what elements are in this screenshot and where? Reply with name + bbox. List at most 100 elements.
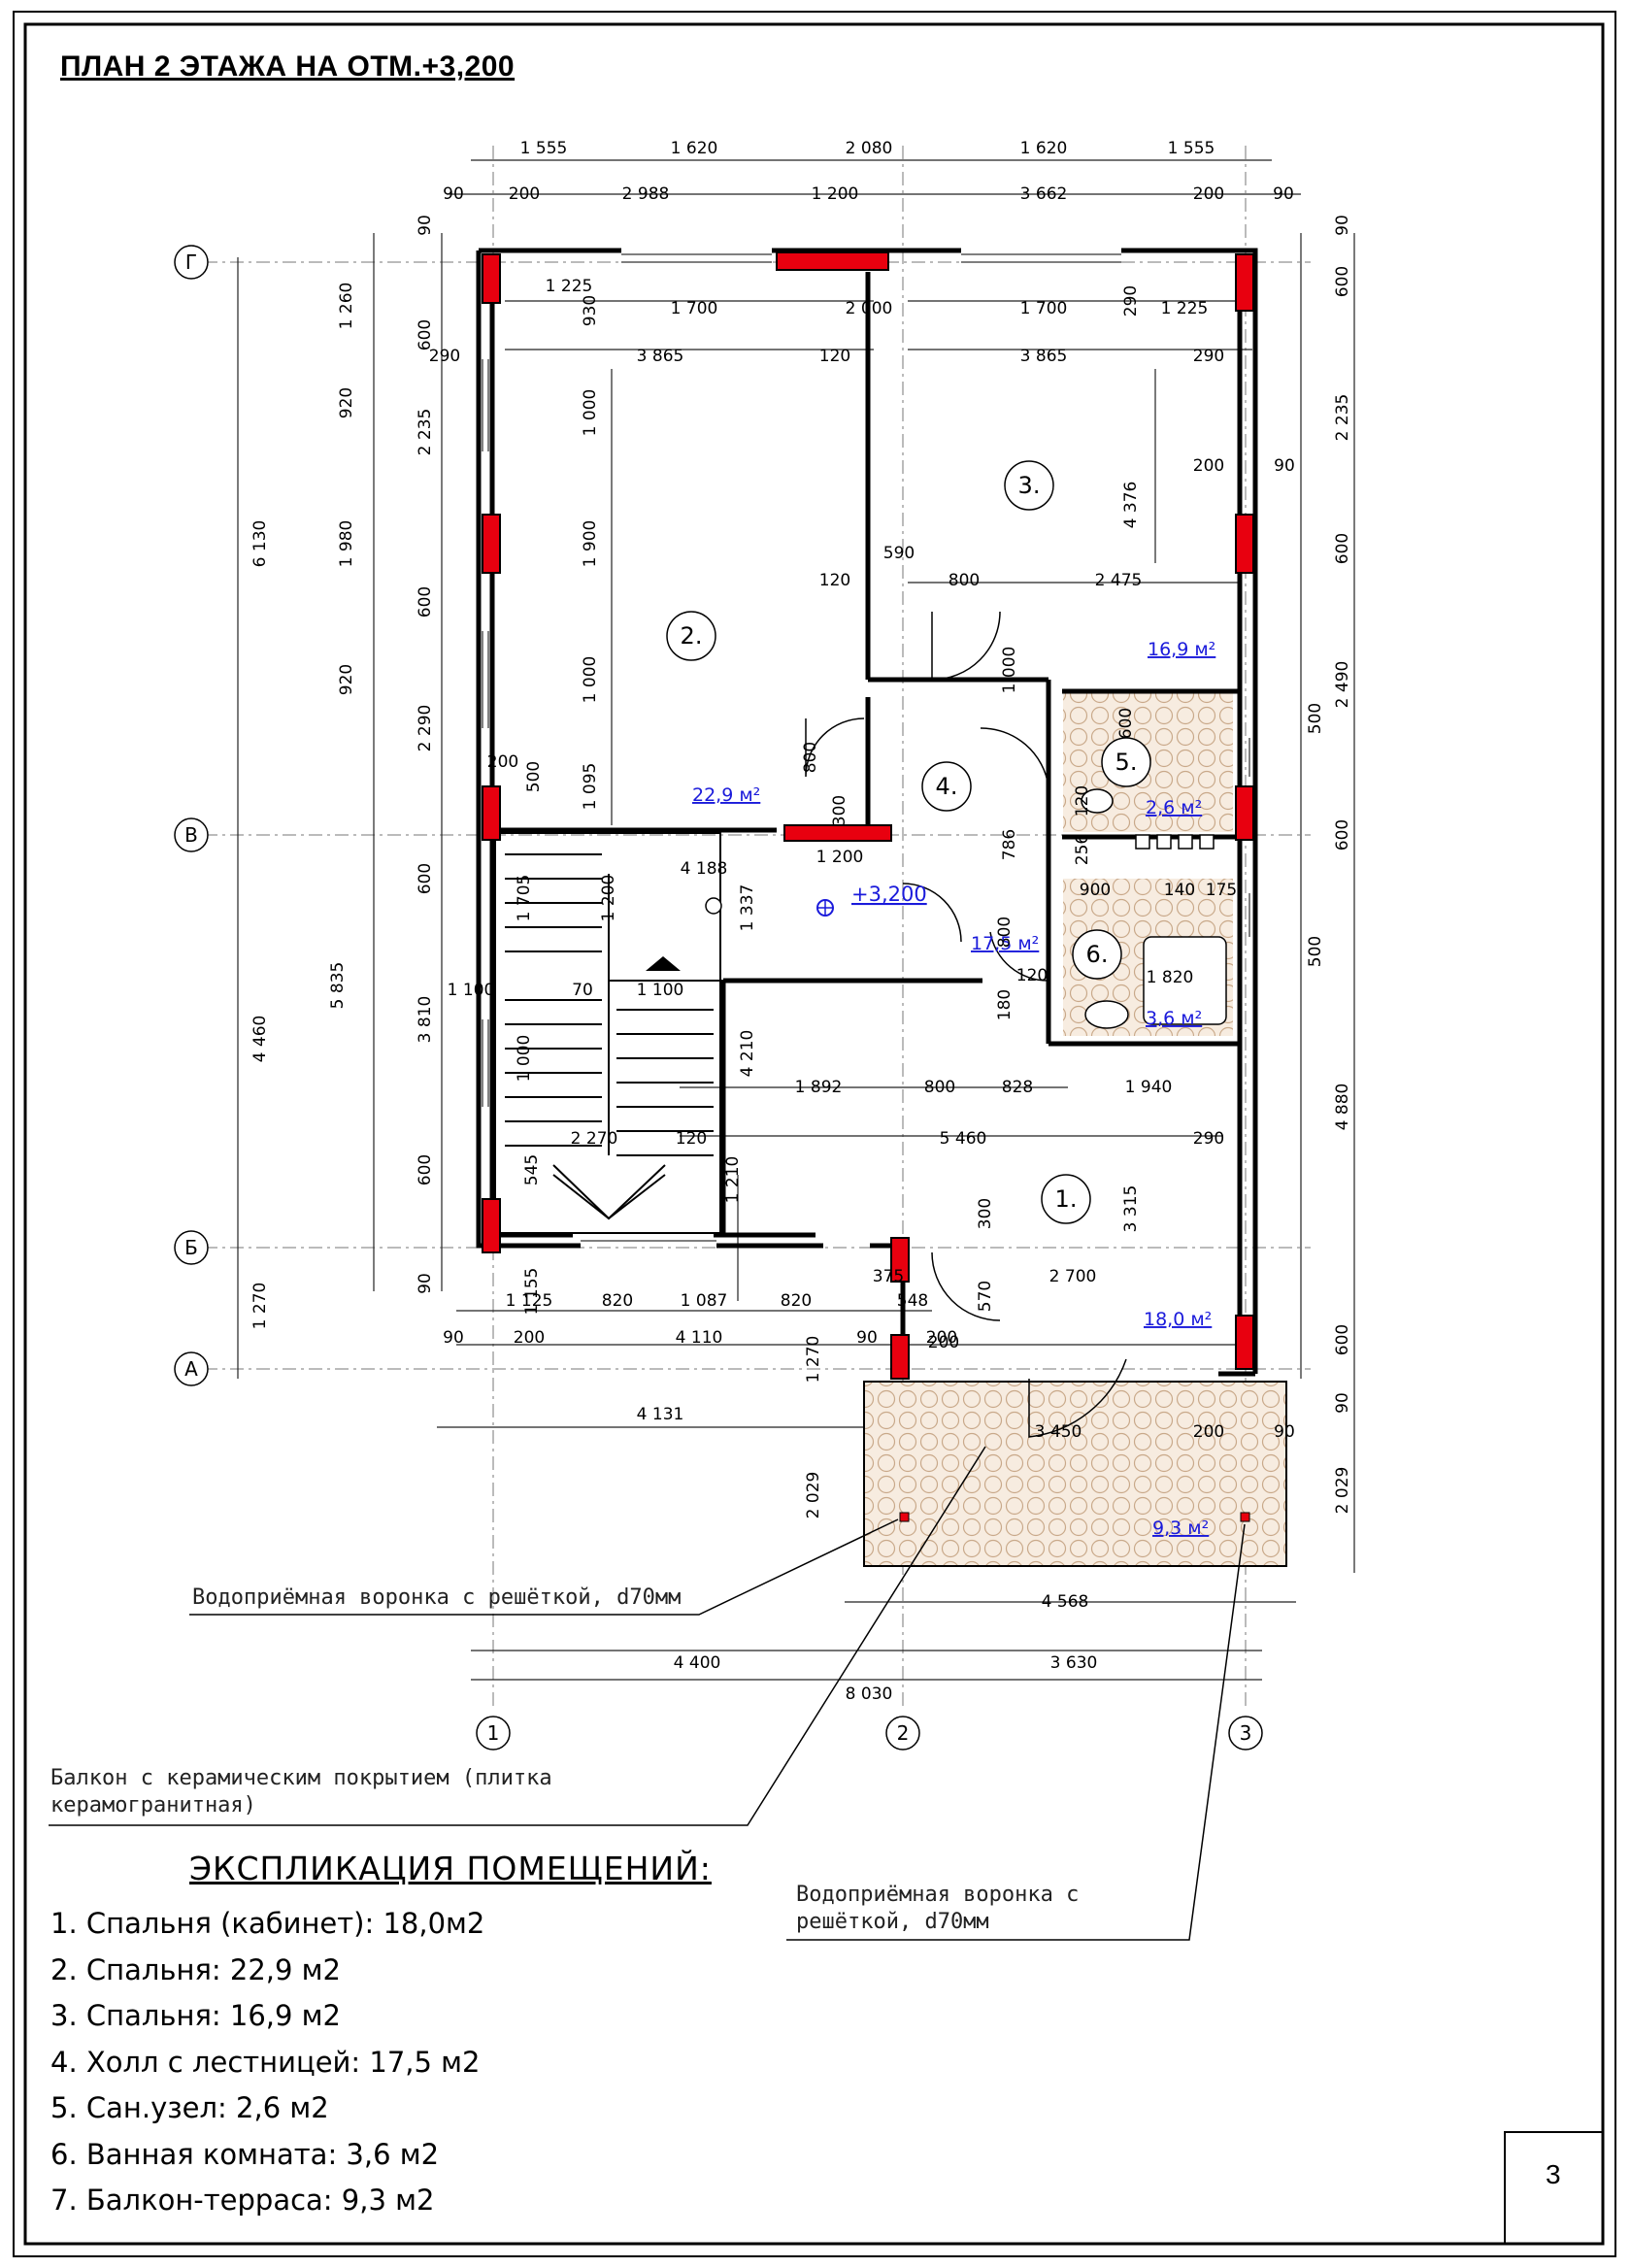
dimension-label: 300 [830,795,849,826]
dimension-label: 1 337 [738,884,757,932]
dimension-label: 200 [1193,184,1224,204]
dimension-label: 1 620 [1020,139,1068,158]
outer-frame [13,11,1616,2257]
dimension-label: 90 [443,184,464,204]
dim-interior: 1 225 930 1 700 2 000 1 700 290 1 225 29… [429,277,1295,1518]
dim-bottom: 4 568 4 400 3 630 8 030 4 131 [637,1405,1098,1704]
dimension-label: 570 [976,1281,995,1312]
dimension-label: 120 [1073,785,1092,817]
dimension-label: 500 [1306,936,1325,967]
dimension-label: 500 [524,761,544,792]
dimension-label: 8 030 [846,1684,893,1704]
axis-label-2: 2 [897,1721,910,1745]
dimension-label: 1 700 [671,299,718,318]
dimension-label: 180 [995,989,1015,1020]
axis-label-v: В [184,823,198,847]
dimension-label: 90 [1333,215,1352,236]
dimension-label: 1 700 [1020,299,1068,318]
dimension-lines [237,159,1355,1681]
dimension-label: 600 [1333,1324,1352,1355]
dimension-label: 1 000 [1000,647,1019,694]
room-bubbles [666,460,1151,1224]
dimension-label: 3 662 [1020,184,1068,204]
drain-left-icon [899,1512,910,1522]
dimension-label: 1 260 [337,283,356,330]
room-2-area: 22,9 м² [692,784,760,806]
legend-item: 3. Спальня: 16,9 м2 [50,1999,342,2032]
dimension-label: 3 865 [637,347,684,366]
dimension-label: 90 [1273,184,1294,204]
dim-bottom-row: 90 200 4 110 90 200 1 125 820 1 087 820 … [443,1267,957,1348]
dimension-label: 2 290 [416,705,435,752]
staircase [494,832,723,1234]
dimension-label: 2 235 [416,409,435,456]
room-2-number: 2. [681,622,703,650]
dim-left-outer: 6 130 5 835 4 460 1 270 [250,520,348,1330]
room-4-area: 17,5 м² [971,933,1039,954]
dimension-label: 4 210 [738,1030,757,1078]
room-1-area: 18,0 м² [1144,1309,1212,1330]
dimension-label: 2 029 [1333,1467,1352,1515]
room-areas: 18,0 м² 22,9 м² 16,9 м² 17,5 м² 2,6 м² 3… [692,639,1215,1539]
room-3-area: 16,9 м² [1148,639,1215,660]
dimension-label: 1 100 [448,981,495,1000]
dimension-label: 600 [416,863,435,894]
dimension-label: 1 900 [581,520,600,568]
dimension-label: 3 315 [1121,1185,1141,1233]
dimension-label: 828 [1002,1078,1033,1097]
room-6-number: 6. [1086,941,1109,968]
dim-left-inner: 90 600 2 235 600 2 290 [416,215,435,751]
dimension-label: 256 [1073,834,1092,865]
dimension-label: 375 [873,1267,904,1286]
dimension-label: 200 [926,1328,957,1348]
dimension-label: 6 130 [250,520,270,568]
level-mark: +3,200 [851,883,927,906]
room-numbers: 1. 2. 3. 4. 5. 6. [681,472,1138,1213]
dimension-label: 1 155 [522,1268,542,1316]
balcony-callout-line1: Балкон с керамическим покрытием (плитка [50,1766,552,1790]
dimension-label: 600 [1333,819,1352,850]
dimension-label: 200 [514,1328,545,1348]
drain-left-callout: Водоприёмная воронка с решёткой, d70мм [192,1585,682,1610]
dimension-label: 4 568 [1042,1592,1089,1612]
drain-right-callout-line1: Водоприёмная воронка с [796,1883,1080,1907]
dimension-label: 4 131 [637,1405,684,1424]
room-5-number: 5. [1115,749,1138,776]
axis-label-1: 1 [487,1721,500,1745]
dimension-label: 3 810 [416,996,435,1044]
dimension-label: 290 [1193,1129,1224,1149]
dimension-label: 786 [1000,829,1019,860]
dimension-label: 4 110 [676,1328,723,1348]
dimension-label: 1 270 [804,1336,823,1384]
drain-right-callout-line2: решёткой, d70мм [796,1910,989,1934]
dimension-label: 600 [416,319,435,350]
dimension-label: 4 376 [1121,482,1141,529]
dimension-label: 600 [1333,533,1352,564]
inner-frame [23,22,1605,2246]
legend-title: ЭКСПЛИКАЦИЯ ПОМЕЩЕНИЙ: [189,1850,712,1887]
dimension-label: 1 980 [337,520,356,568]
dimension-label: 120 [1016,966,1048,985]
dimension-label: 3 865 [1020,347,1068,366]
dimension-label: 1 200 [812,184,859,204]
dimension-label: 90 [1274,456,1295,476]
room-5-area: 2,6 м² [1146,797,1202,818]
grid-bubbles [174,245,1263,1751]
stair-post-icon [705,897,722,915]
dimension-label: 175 [1206,881,1237,900]
dimension-label: 90 [416,1273,435,1294]
dimension-label: 545 [522,1154,542,1185]
dimension-label: 70 [572,981,593,1000]
dimension-label: 4 400 [674,1653,721,1673]
dimension-label: 200 [509,184,540,204]
dimension-label: 2 475 [1095,571,1143,590]
balcony-callout-line2: керамогранитная) [50,1793,256,1818]
dimension-label: 3 630 [1050,1653,1098,1673]
dimension-label: 1 000 [515,1035,534,1083]
dimension-label: 200 [1193,1422,1224,1442]
legend-item: 2. Спальня: 22,9 м2 [50,1952,342,1986]
dimension-label: 800 [801,742,820,773]
dimension-label: 548 [897,1291,928,1311]
dimension-label: 290 [429,347,460,366]
dimension-label: 800 [995,917,1015,948]
